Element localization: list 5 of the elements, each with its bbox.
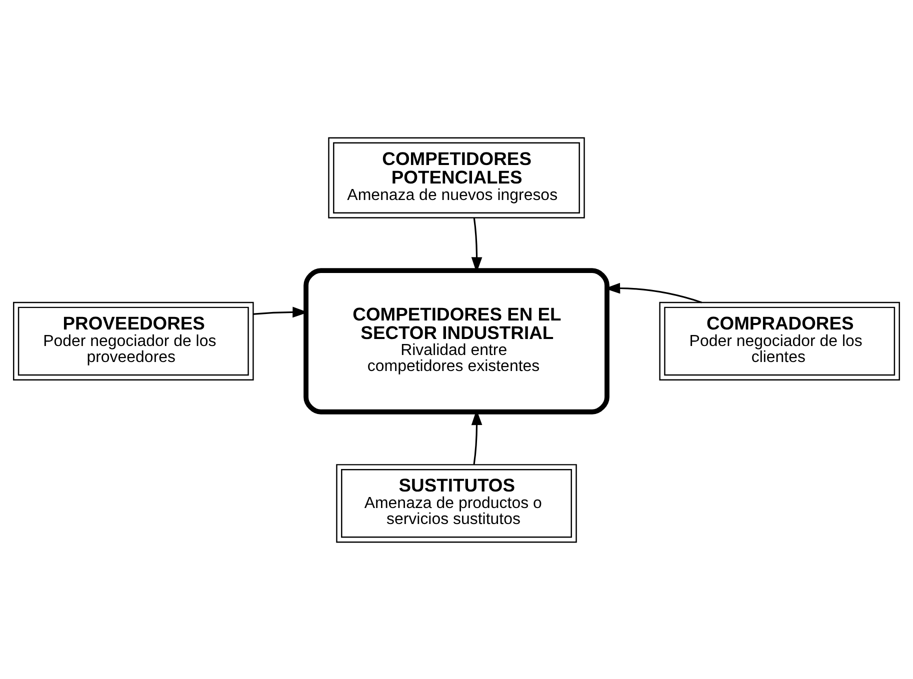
node-box: COMPETIDORES POTENCIALES Amenaza de nuevos ingresos bbox=[328, 136, 585, 218]
node-box: COMPRADORES Poder negociador de los clientes bbox=[659, 301, 900, 380]
node-box: SUSTITUTOS Amenaza de productos o servicios sustitutos bbox=[336, 464, 577, 542]
node-box: COMPETIDORES EN EL SECTOR INDUSTRIAL Rivalidad entre competidores existentes bbox=[304, 268, 610, 414]
node-box: PROVEEDORES Poder negociador de los proveedores bbox=[13, 301, 254, 380]
